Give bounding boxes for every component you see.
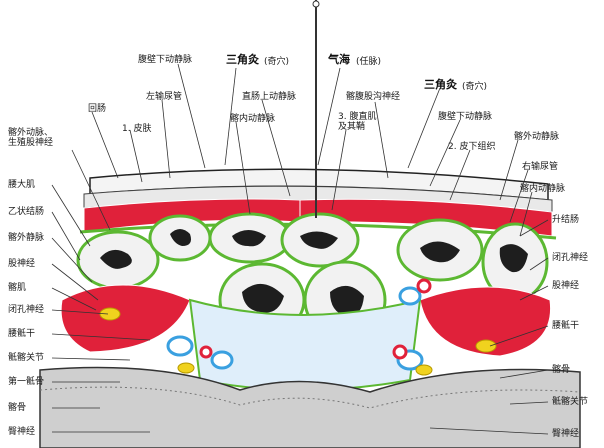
left-label-0: 髂外动脉、 生殖股神经 [8,128,53,148]
left-label-10: 髂骨 [8,403,26,413]
mesentery [190,300,420,390]
left-label-4: 股神经 [8,259,35,269]
label-qihai-tag: (任脉) [356,57,381,67]
left-label-1: 腰大肌 [8,180,35,190]
left-label-8: 骶髂关节 [8,353,44,363]
right-label-3: 腰骶干 [552,321,579,331]
right-label-6: 臀神经 [552,429,579,439]
label-rectus-upper-vein: 直肠上动静脉 [242,92,296,102]
label-sanjiaojiu-2: 三角灸 [424,80,457,90]
left-label-3: 髂外静脉 [8,233,44,243]
label-sanjiaojiu-2-tag: (奇穴) [462,82,487,92]
left-label-6: 闭孔神经 [8,305,44,315]
label-sanjiaojiu-1-tag: (奇穴) [264,57,289,67]
label-skin: 1. 皮肤 [122,124,151,134]
right-label-2: 股神经 [552,281,579,291]
label-iliac-vessels: 髂内动静脉 [230,114,275,124]
left-label-11: 臀神经 [8,427,35,437]
label-abd-inferior: 腹壁下动静脉 [438,112,492,122]
label-colon: 回肠 [88,104,106,114]
label-right-ureter: 右输尿管 [522,162,558,172]
left-label-9: 第一骶骨 [8,377,44,387]
label-iliac-int-r: 髂内动静脉 [520,184,565,194]
label-superficial-epigastric-vein: 腹壁下动静脉 [138,55,192,65]
right-label-5: 骶髂关节 [552,397,588,407]
right-label-0: 升结肠 [552,215,579,225]
needle-top [313,1,319,7]
label-rectus-sheath: 3. 腹直肌 及其鞘 [338,112,376,132]
label-sanjiaojiu-1: 三角灸 [226,55,259,65]
right-label-4: 髂骨 [552,365,570,375]
label-subq: 2. 皮下组织 [448,142,495,152]
label-qihai: 气海 [328,55,350,65]
left-label-2: 乙状结肠 [8,207,44,217]
label-iliac-nerve: 髂腹股沟神经 [346,92,400,102]
left-label-7: 腰骶干 [8,329,35,339]
right-label-1: 闭孔神经 [552,253,588,263]
label-iliac-artery-r: 髂外动静脉 [514,132,559,142]
label-left-ureter: 左输尿管 [146,92,182,102]
left-label-5: 髂肌 [8,283,26,293]
